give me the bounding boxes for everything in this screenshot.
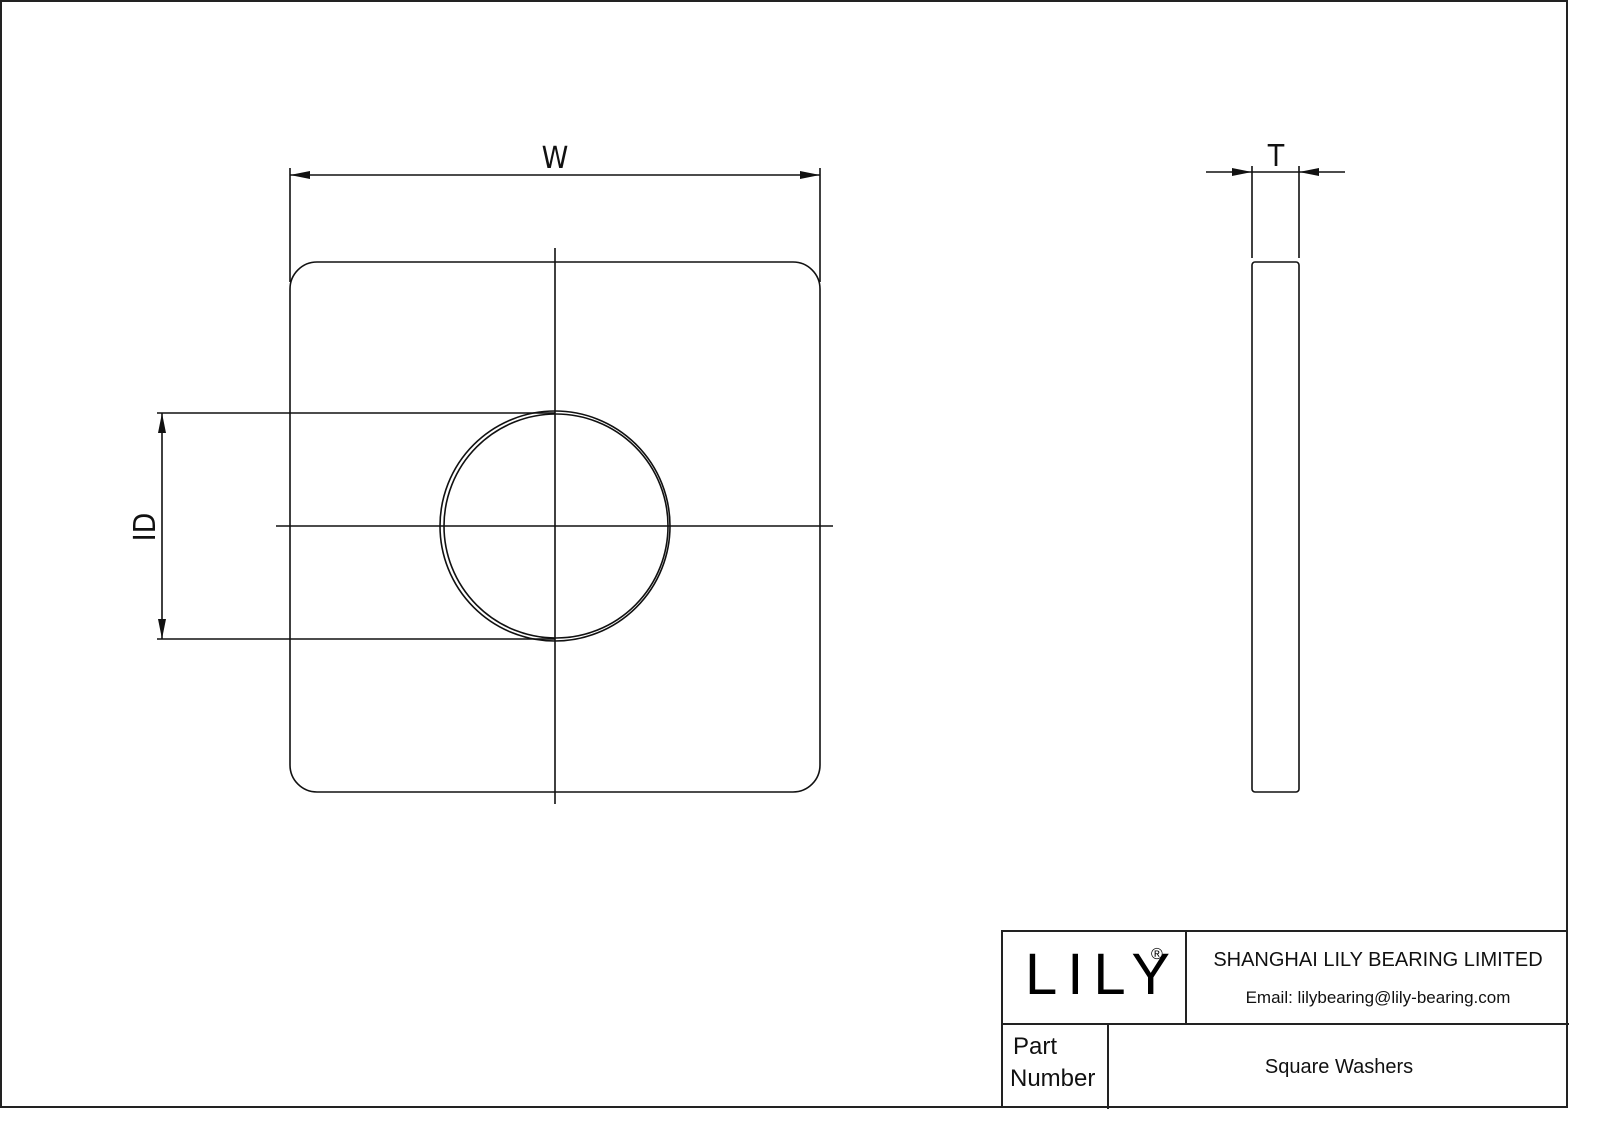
company-info-cell: SHANGHAI LILY BEARING LIMITED Email: lil…	[1187, 932, 1569, 1025]
side-view	[1206, 166, 1345, 793]
part-number-value: Square Washers	[1264, 1055, 1414, 1078]
title-block: LILY ® SHANGHAI LILY BEARING LIMITED Ema…	[1001, 930, 1569, 1109]
company-email: Email: lilybearing@lily-bearing.com	[1245, 988, 1511, 1007]
registered-mark-icon: ®	[1151, 946, 1163, 963]
company-name: SHANGHAI LILY BEARING LIMITED	[1213, 949, 1543, 971]
t-dimension-label: T	[1267, 139, 1285, 174]
washer-side-outline	[1251, 261, 1300, 793]
part-number-label-line1: Part	[1013, 1033, 1058, 1060]
part-number-label-cell: Part Number	[1003, 1025, 1109, 1109]
part-number-label-line2: Number	[1010, 1065, 1096, 1092]
front-view	[157, 168, 833, 804]
w-dimension-label: W	[542, 141, 569, 176]
sheet-border	[0, 0, 1568, 1108]
logo-cell: LILY ®	[1003, 932, 1187, 1025]
id-dimension-label: ID	[128, 513, 163, 542]
company-logo: LILY	[1025, 942, 1181, 1007]
